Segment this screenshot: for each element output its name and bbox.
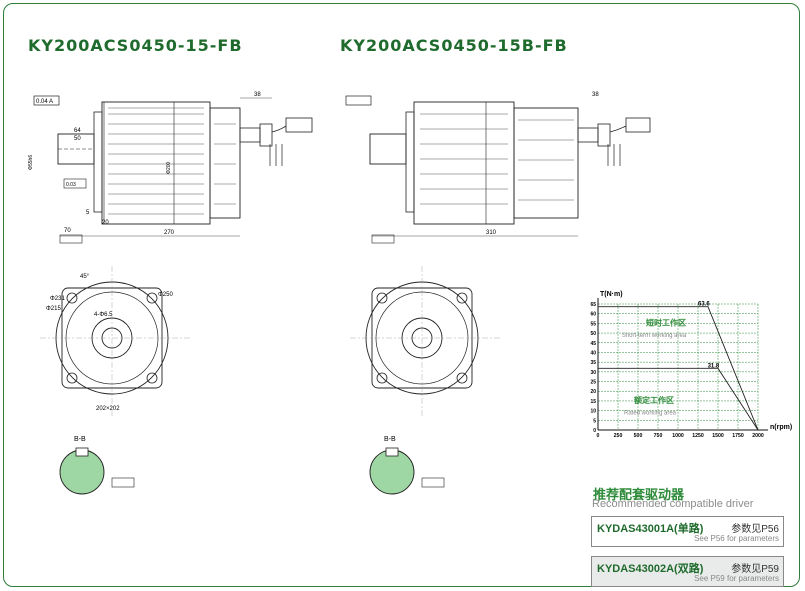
body-dia-left: Φ200: [166, 161, 172, 174]
section-label-left: B-B: [74, 436, 86, 443]
x-tick-label: 2000: [752, 433, 764, 439]
driver-heading: 推荐配套驱动器: [593, 488, 685, 503]
driver-subheading: Recommended compatible driver: [592, 498, 754, 510]
x-axis-label: n(rpm): [770, 424, 792, 431]
y-tick-label: 40: [590, 350, 596, 356]
area-label-cn: 额定工作区: [634, 395, 674, 405]
y-tick-label: 0: [593, 428, 596, 434]
drawing-right-section-bb: B-B: [369, 436, 445, 495]
drawing-left-section-bb: B-B: [59, 436, 135, 495]
y-tick-label: 10: [590, 409, 596, 415]
holes-left: 4-Φ6.5: [94, 312, 113, 318]
cable-offset-right: 38: [592, 92, 599, 98]
driver-card-2[interactable]: KYDAS43002A(双路) 参数见P59 See P59 for param…: [591, 556, 784, 587]
y-tick-label: 5: [593, 418, 596, 424]
y-tick-label: 65: [590, 302, 596, 308]
corner-left: Φ250: [158, 292, 173, 298]
x-tick-label: 750: [654, 433, 663, 439]
tol-b-left: 0.03: [66, 182, 76, 188]
y-tick-label: 55: [590, 321, 596, 327]
y-tick-label: 35: [590, 360, 596, 366]
x-tick-label: 1500: [712, 433, 724, 439]
title-left-model: KY200ACS0450-15-FB: [28, 36, 243, 55]
driver-card-1[interactable]: KYDAS43001A(单路) 参数见P56 See P56 for param…: [591, 516, 784, 547]
torque-speed-chart: 0 250 500 750 1000 1250 1500 1750 2000 0 5 10 15 20 25…: [590, 291, 792, 439]
outer-dia-left: Φ215: [46, 306, 61, 312]
area-label-en: Rated working area: [624, 410, 677, 416]
face-size-left: 202×202: [96, 406, 120, 412]
dim-70-left: 70: [64, 228, 71, 234]
y-tick-label: 15: [590, 399, 596, 405]
y-tick-label: 20: [590, 389, 596, 395]
y-tick-label: 50: [590, 331, 596, 337]
drawing-right-front-view: [350, 266, 500, 416]
title-right-model: KY200ACS0450-15B-FB: [340, 36, 568, 55]
annotation-label: 63.6: [698, 302, 710, 308]
x-tick-label: 1000: [672, 433, 684, 439]
y-tick-label: 45: [590, 341, 596, 347]
driver-ref: 参数见P59: [731, 564, 779, 575]
drawing-left-front-view: Φ231 Φ215 4-Φ6.5 Φ250 45° 202×202: [40, 266, 190, 416]
y-axis-label: T(N·m): [600, 291, 623, 298]
total-length-right: 310: [486, 230, 497, 236]
x-tick-label: 0: [597, 433, 600, 439]
drawing-left-side-view: 0.04 A 38 64 50 5 20 70 270 Φ55h6 Φ200 0…: [28, 92, 313, 244]
area-label-cn: 短时工作区: [646, 317, 686, 327]
total-length-left: 270: [164, 230, 175, 236]
tol-a-left: 0.04 A: [36, 99, 53, 105]
driver-ref: 参数见P56: [731, 524, 779, 535]
shaft-dia-left: Φ55h6: [28, 155, 34, 170]
driver-model: KYDAS43002A(双路): [597, 563, 704, 575]
y-tick-label: 60: [590, 312, 596, 318]
page-frame: [3, 3, 800, 587]
x-tick-label: 1250: [692, 433, 704, 439]
bcd-left: Φ231: [50, 296, 65, 302]
dim-50-left: 50: [74, 136, 81, 142]
tilt-left: 45°: [80, 274, 90, 280]
driver-model: KYDAS43001A(单路): [597, 523, 704, 535]
drawing-right-side-view: 38 310: [345, 92, 651, 244]
dim-20-left: 20: [102, 220, 109, 226]
dim-5-left: 5: [86, 210, 90, 216]
driver-see: See P56 for parameters: [694, 534, 779, 543]
y-tick-label: 25: [590, 380, 596, 386]
annotation-label: 31.8: [708, 363, 720, 369]
area-label-en: Short-term working area: [622, 333, 687, 339]
driver-see: See P59 for parameters: [694, 574, 779, 583]
series-line-2: [598, 367, 759, 431]
section-label-right: B-B: [384, 436, 396, 443]
x-tick-label: 250: [614, 433, 623, 439]
x-tick-label: 500: [634, 433, 643, 439]
cable-offset-left: 38: [254, 92, 261, 98]
y-tick-label: 30: [590, 370, 596, 376]
x-tick-label: 1750: [732, 433, 744, 439]
dim-64-left: 64: [74, 128, 81, 134]
series-line-1: [598, 306, 759, 431]
